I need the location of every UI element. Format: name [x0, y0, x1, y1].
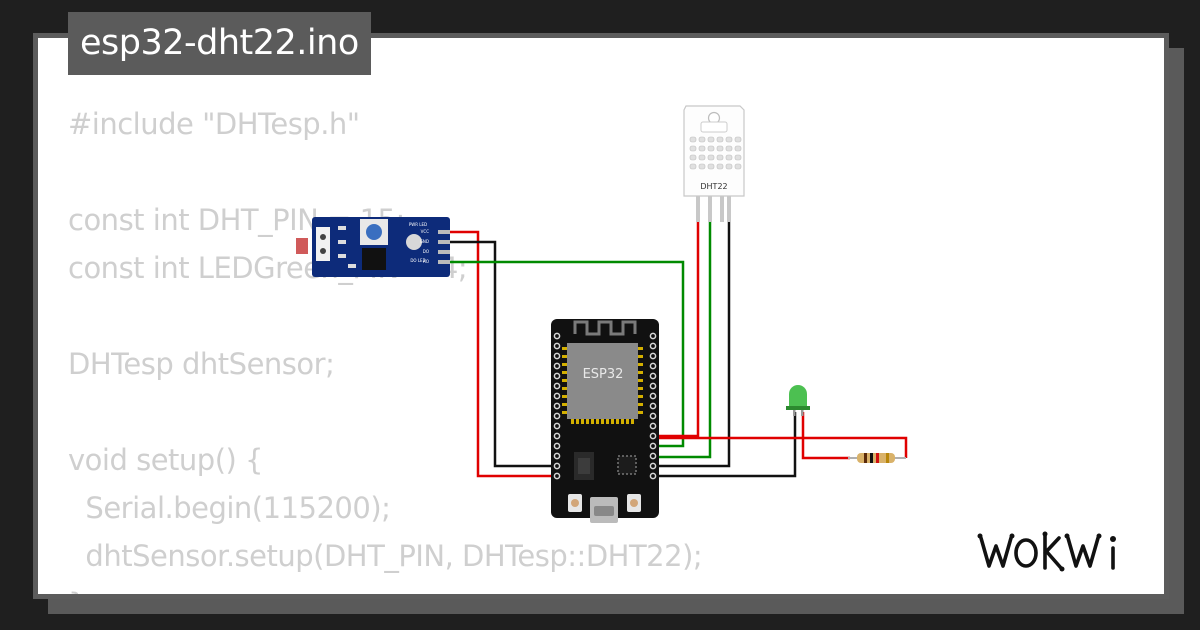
code-line: const int LEDGreen_PIN = 4; — [68, 251, 468, 285]
ldr-label-pwr: PWR LED — [409, 222, 427, 227]
wokwi-logo — [977, 531, 1116, 572]
ldr-label-gnd: GND — [420, 239, 429, 244]
ldr-label-do: DO — [423, 249, 429, 254]
code-preview: #include "DHTesp.h" const int DHT_PIN = … — [68, 100, 703, 594]
ldr-label-vcc: VCC — [421, 229, 430, 234]
sketch-title: esp32-dht22.ino — [68, 12, 371, 75]
potentiometer-icon[interactable] — [366, 224, 382, 240]
dht22-sensor[interactable]: DHT22 — [683, 105, 745, 222]
ldr-module[interactable]: VCC GND DO AO PWR LED DO LED — [296, 217, 450, 277]
dht22-label: DHT22 — [700, 182, 727, 191]
code-line: #include "DHTesp.h" — [68, 107, 360, 141]
code-line: dhtSensor.setup(DHT_PIN, DHTesp::DHT22); — [68, 539, 703, 573]
wire-green-ao — [438, 260, 685, 448]
wire-red-led — [650, 436, 908, 458]
wire-black-led — [650, 412, 797, 478]
wire-red-dht-vcc — [650, 220, 700, 438]
wire-black-dht-gnd — [650, 220, 731, 468]
wire-black-gnd — [438, 240, 558, 468]
photoresistor — [296, 238, 308, 254]
led-indicator-icon — [406, 234, 422, 250]
esp32-label: ESP32 — [583, 367, 624, 382]
ldr-label-ao: AO — [423, 259, 429, 264]
code-line: DHTesp dhtSensor; — [68, 347, 335, 381]
wire-red-vcc — [438, 230, 558, 478]
resistor[interactable] — [848, 453, 906, 463]
esp32-board[interactable]: ESP32 — [551, 319, 659, 523]
wire-red-resistor — [801, 412, 850, 460]
green-led[interactable] — [786, 385, 810, 416]
code-line: void setup() { — [68, 443, 264, 477]
wire-green-dht-data — [650, 220, 712, 459]
ldr-label-do-led: DO LED — [410, 258, 425, 263]
esp32-chip — [567, 343, 638, 419]
code-line: Serial.begin(115200); — [68, 491, 391, 525]
code-line: } — [68, 587, 86, 594]
